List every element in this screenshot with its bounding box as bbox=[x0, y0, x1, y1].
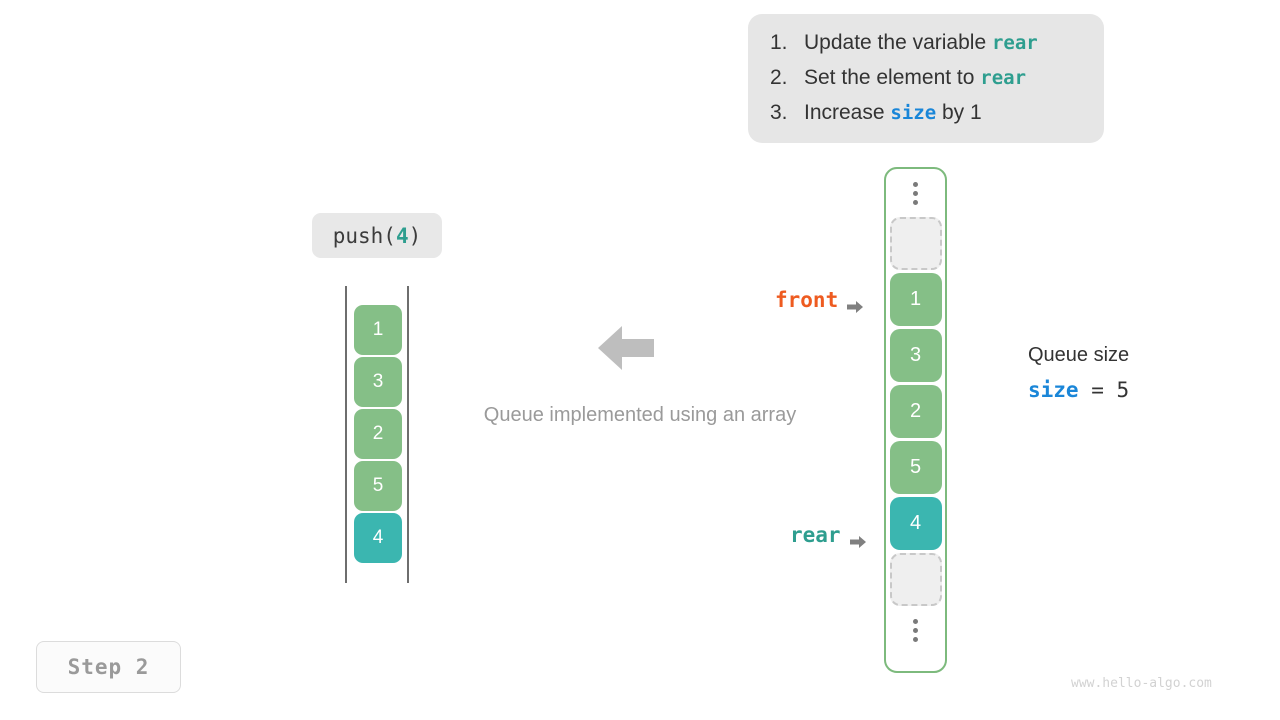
instruction-text: Update the variable rear bbox=[804, 32, 1038, 53]
queue-cell: 3 bbox=[354, 357, 402, 407]
queue-cell: 2 bbox=[354, 409, 402, 459]
rear-pointer: rear bbox=[790, 523, 866, 548]
queue-rail-right bbox=[407, 286, 409, 583]
keyword-rear: rear bbox=[991, 32, 1038, 54]
queue-size-block: Queue size size = 5 bbox=[1028, 344, 1129, 402]
array-cell: 3 bbox=[889, 329, 942, 382]
queue-cell: 5 bbox=[354, 461, 402, 511]
array-inner: 1 3 2 5 4 bbox=[886, 169, 945, 671]
instruction-text: Set the element to rear bbox=[804, 67, 1026, 88]
arrow-right-icon bbox=[847, 294, 864, 313]
instruction-item-2: 2. Set the element to rear bbox=[770, 67, 1082, 88]
queue-size-title: Queue size bbox=[1028, 344, 1130, 366]
queue-cell-new: 4 bbox=[354, 513, 402, 563]
instructions-callout: 1. Update the variable rear 2. Set the e… bbox=[748, 14, 1104, 143]
step-badge: Step 2 bbox=[36, 641, 181, 693]
array-cell-empty bbox=[889, 217, 942, 270]
instruction-item-1: 1. Update the variable rear bbox=[770, 32, 1082, 53]
array-cell-list: 1 3 2 5 4 bbox=[889, 217, 942, 606]
array-cell: 5 bbox=[889, 441, 942, 494]
size-variable: size bbox=[1028, 378, 1079, 402]
queue-cell: 1 bbox=[354, 305, 402, 355]
ellipsis-bottom-icon bbox=[913, 606, 918, 654]
operation-argument: 4 bbox=[395, 223, 409, 248]
instruction-number: 2. bbox=[770, 66, 788, 89]
instruction-text-pre: Update the variable bbox=[804, 31, 992, 54]
instruction-text-pre: Set the element to bbox=[804, 66, 981, 89]
array-container: 1 3 2 5 4 bbox=[884, 167, 947, 673]
left-arrow-icon bbox=[596, 319, 656, 377]
keyword-size: size bbox=[890, 102, 937, 124]
queue-cell-list: 1 3 2 5 4 bbox=[354, 305, 402, 563]
queue-size-expression: size = 5 bbox=[1028, 378, 1129, 402]
array-cell: 1 bbox=[889, 273, 942, 326]
instruction-text-post: by 1 bbox=[936, 101, 982, 124]
instruction-text: Increase size by 1 bbox=[804, 102, 982, 123]
front-pointer: front bbox=[775, 288, 864, 313]
size-equals: = bbox=[1078, 378, 1117, 402]
array-cell: 2 bbox=[889, 385, 942, 438]
arrow-right-icon bbox=[849, 529, 866, 548]
operation-name: push( bbox=[332, 223, 396, 248]
operation-label: push(4) bbox=[312, 213, 442, 258]
diagram-caption: Queue implemented using an array bbox=[483, 404, 797, 426]
array-cell-empty bbox=[889, 553, 942, 606]
instruction-text-pre: Increase bbox=[804, 101, 891, 124]
instruction-number: 3. bbox=[770, 101, 788, 124]
instruction-number: 1. bbox=[770, 31, 788, 54]
array-cell-new: 4 bbox=[889, 497, 942, 550]
ellipsis-top-icon bbox=[913, 169, 918, 217]
rear-pointer-label: rear bbox=[790, 523, 841, 547]
instruction-item-3: 3. Increase size by 1 bbox=[770, 102, 1082, 123]
queue-rail-left bbox=[345, 286, 347, 583]
watermark: www.hello-algo.com bbox=[1071, 676, 1212, 691]
front-pointer-label: front bbox=[775, 288, 839, 312]
operation-close-paren: ) bbox=[408, 223, 422, 248]
size-value: 5 bbox=[1116, 378, 1130, 402]
keyword-rear: rear bbox=[980, 67, 1027, 89]
